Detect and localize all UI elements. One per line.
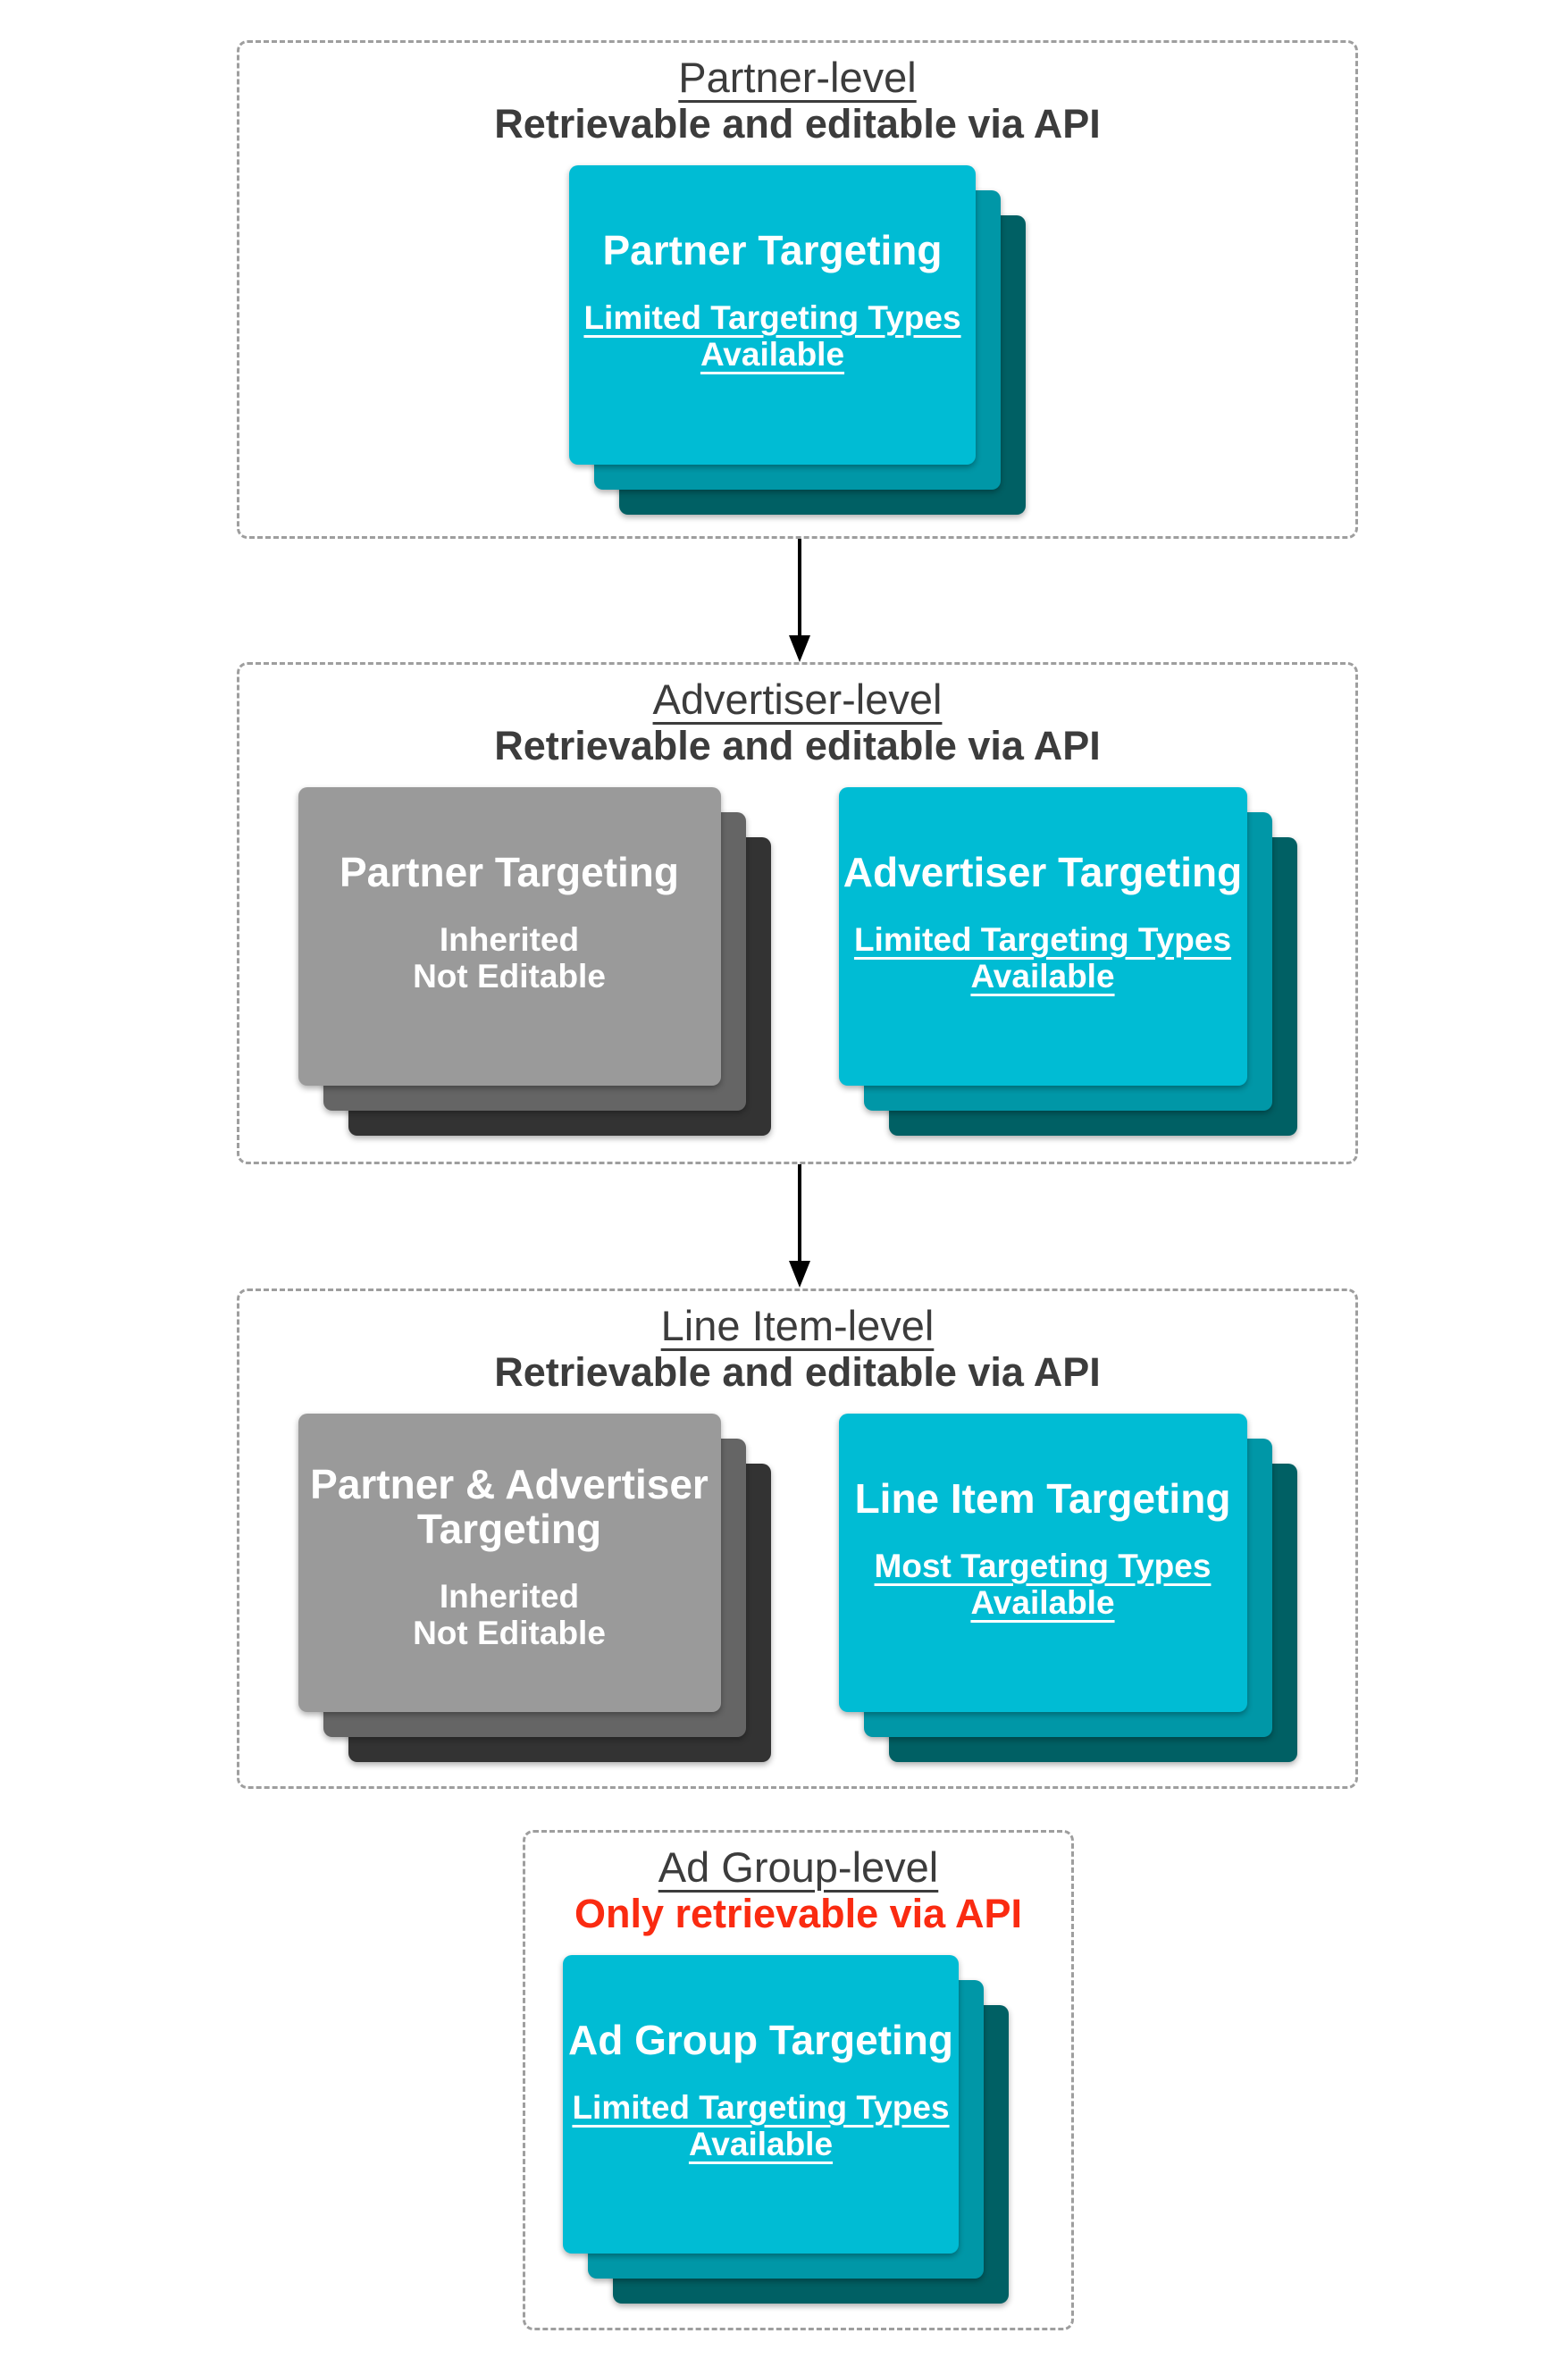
card-subtitle-line: Inherited: [439, 1578, 580, 1615]
card-title: Partner Targeting: [340, 850, 679, 894]
card-face: Advertiser Targeting Limited Targeting T…: [838, 787, 1247, 1086]
card-row: Partner & Advertiser Targeting Inherited…: [239, 1414, 1355, 1762]
section-line-item-level: Line Item-level Retrievable and editable…: [237, 1288, 1358, 1789]
arrow-head-icon: [789, 1261, 810, 1288]
card-advertiser-targeting: Advertiser Targeting Limited Targeting T…: [838, 787, 1297, 1136]
card-row: Ad Group Targeting Limited Targeting Typ…: [513, 1955, 1059, 2304]
card-title: Ad Group Targeting: [568, 2018, 953, 2062]
card-subtitle: Limited Targeting Types Available: [583, 299, 960, 373]
card-row: Partner Targeting Inherited Not Editable…: [239, 787, 1355, 1136]
card-title-line: Partner & Advertiser: [310, 1461, 709, 1507]
arrow-shaft: [798, 1164, 801, 1261]
card-ad-group-targeting: Ad Group Targeting Limited Targeting Typ…: [563, 1955, 1009, 2304]
flow-arrow-down: [789, 539, 810, 662]
card-face: Partner & Advertiser Targeting Inherited…: [298, 1414, 721, 1712]
card-row: Partner Targeting Limited Targeting Type…: [239, 165, 1355, 515]
section-title: Partner-level: [678, 54, 917, 101]
card-title-line: Ad Group Targeting: [567, 2017, 953, 2063]
card-title-line: Partner Targeting: [602, 227, 943, 273]
card-face: Partner Targeting Inherited Not Editable: [298, 787, 721, 1086]
card-face: Partner Targeting Limited Targeting Type…: [569, 165, 976, 465]
card-subtitle-line: Available: [688, 2126, 834, 2162]
section-subtitle: Retrievable and editable via API: [494, 723, 1101, 768]
arrow-shaft: [798, 539, 801, 635]
section-title: Line Item-level: [660, 1302, 935, 1349]
card-title-line: Targeting: [416, 1506, 602, 1552]
card-face: Ad Group Targeting Limited Targeting Typ…: [563, 1955, 959, 2254]
card-partner-targeting: Partner Targeting Limited Targeting Type…: [569, 165, 1026, 515]
card-subtitle-line: Limited Targeting Types: [853, 921, 1232, 958]
card-subtitle-line: Available: [970, 1584, 1115, 1621]
section-title: Ad Group-level: [658, 1843, 939, 1891]
card-subtitle-line: Not Editable: [413, 1615, 606, 1651]
card-title: Partner & Advertiser Targeting: [310, 1462, 709, 1551]
card-title-line: Partner Targeting: [340, 849, 679, 895]
card-subtitle: Limited Targeting Types Available: [854, 921, 1231, 995]
card-title: Partner Targeting: [603, 228, 943, 273]
card-subtitle-line: Available: [700, 336, 845, 373]
card-title-line: Advertiser Targeting: [843, 849, 1243, 895]
card-subtitle: Inherited Not Editable: [413, 921, 606, 995]
card-subtitle-line: Most Targeting Types: [874, 1548, 1212, 1584]
card-subtitle-line: Limited Targeting Types: [583, 299, 961, 336]
section-ad-group-level: Ad Group-level Only retrievable via API …: [523, 1830, 1074, 2330]
card-title: Advertiser Targeting: [843, 850, 1242, 894]
card-subtitle: Inherited Not Editable: [413, 1578, 606, 1651]
card-subtitle: Limited Targeting Types Available: [572, 2089, 949, 2162]
section-subtitle: Only retrievable via API: [574, 1891, 1023, 1936]
flow-arrow-down: [789, 1164, 810, 1288]
card-face: Line Item Targeting Most Targeting Types…: [838, 1414, 1247, 1712]
section-subtitle: Retrievable and editable via API: [494, 1349, 1101, 1395]
card-partner-targeting-inherited: Partner Targeting Inherited Not Editable: [298, 787, 771, 1136]
section-subtitle: Retrievable and editable via API: [494, 101, 1101, 147]
card-title-line: Line Item Targeting: [854, 1475, 1231, 1522]
card-title: Line Item Targeting: [855, 1476, 1231, 1521]
arrow-head-icon: [789, 635, 810, 662]
card-subtitle-line: Limited Targeting Types: [572, 2089, 950, 2126]
card-subtitle-line: Inherited: [439, 921, 580, 958]
card-line-item-targeting: Line Item Targeting Most Targeting Types…: [838, 1414, 1297, 1762]
card-partner-advertiser-targeting-inherited: Partner & Advertiser Targeting Inherited…: [298, 1414, 771, 1762]
card-subtitle-line: Available: [970, 958, 1115, 995]
section-advertiser-level: Advertiser-level Retrievable and editabl…: [237, 662, 1358, 1164]
section-title: Advertiser-level: [652, 676, 943, 723]
card-subtitle-line: Not Editable: [413, 958, 606, 995]
card-subtitle: Most Targeting Types Available: [875, 1548, 1212, 1621]
section-partner-level: Partner-level Retrievable and editable v…: [237, 40, 1358, 539]
